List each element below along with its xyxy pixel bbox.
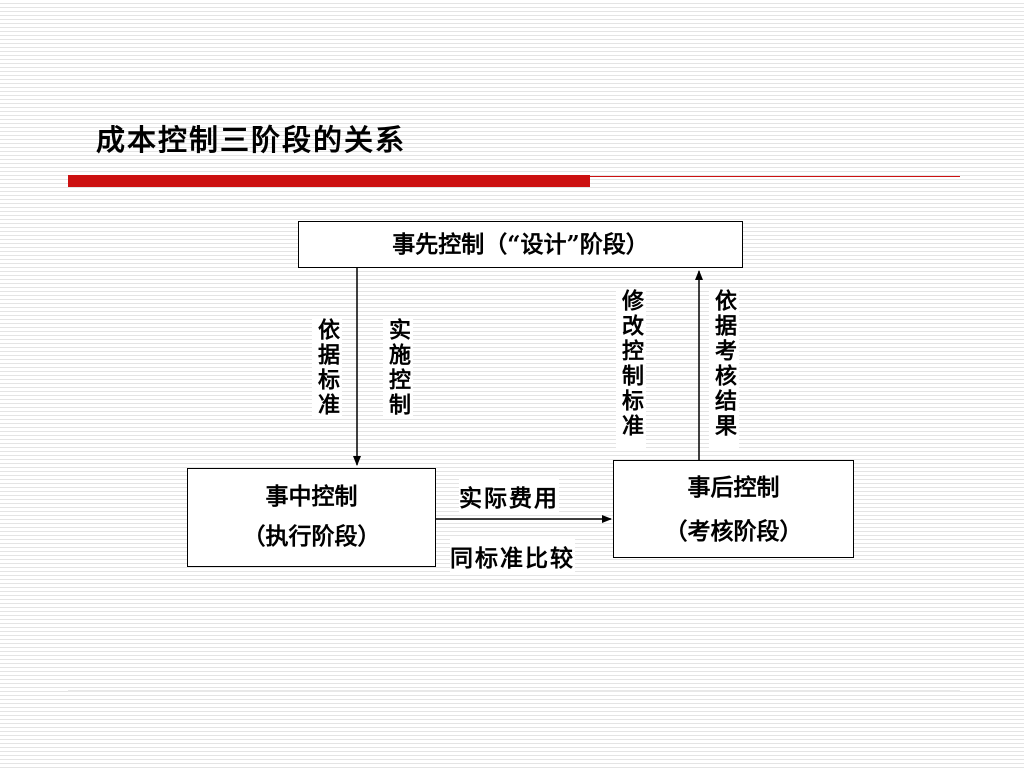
node-pre-control: 事先控制（“设计”阶段） (298, 221, 743, 268)
node-mid-control: 事中控制 （执行阶段） (187, 468, 436, 567)
node-mid-title: 事中控制 (265, 483, 358, 510)
title-rule-thin (590, 176, 960, 177)
node-post-control: 事后控制 （考核阶段） (613, 460, 854, 558)
label-actual-cost: 实际费用 (459, 479, 559, 513)
label-revise-standard: 修改控制标准 (616, 289, 646, 449)
footer-rule (68, 690, 960, 692)
slide-title: 成本控制三阶段的关系 (96, 123, 407, 157)
label-basis-assessment: 依据考核结果 (709, 289, 739, 449)
node-post-title: 事后控制 (687, 474, 780, 501)
node-post-subtitle: （考核阶段） (664, 518, 803, 545)
node-pre-label: 事先控制（“设计”阶段） (392, 231, 649, 258)
label-compare-standard: 同标准比较 (450, 539, 575, 573)
title-rule-thick (68, 175, 590, 187)
label-basis-standard: 依据标准 (312, 318, 342, 418)
label-implement-control: 实施控制 (383, 318, 413, 418)
node-mid-subtitle: （执行阶段） (242, 523, 381, 550)
